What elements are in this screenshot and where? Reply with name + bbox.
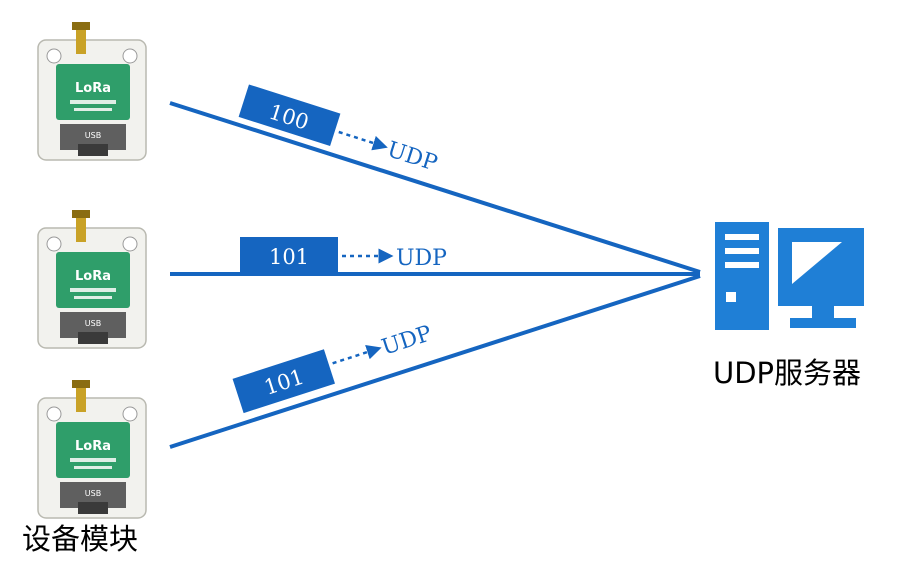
link-line-3 bbox=[169, 274, 701, 449]
server-caption: UDP服务器 bbox=[713, 356, 862, 390]
packet-box-2 bbox=[240, 237, 338, 273]
udp-arrow-1 bbox=[338, 130, 388, 151]
udp-label-1: UDP bbox=[384, 137, 440, 176]
device-module-text-2: LoRa bbox=[75, 269, 111, 284]
packet-label-2: 101 bbox=[269, 245, 309, 269]
device-module-1: LoRa USB bbox=[37, 22, 147, 161]
packet-box-3 bbox=[232, 349, 335, 414]
device-port-text-2: USB bbox=[85, 319, 101, 328]
packet-group-3: 101 UDP bbox=[232, 321, 435, 414]
device-port-text-3: USB bbox=[85, 489, 101, 498]
udp-arrow-3 bbox=[332, 344, 382, 365]
server-monitor-icon bbox=[778, 228, 864, 306]
device-port-text-1: USB bbox=[85, 131, 101, 140]
server-icon bbox=[715, 222, 864, 330]
udp-label-3: UDP bbox=[379, 321, 435, 361]
udp-label-2: UDP bbox=[396, 246, 447, 271]
device-module-text-1: LoRa bbox=[75, 81, 111, 96]
packet-box-1 bbox=[238, 84, 341, 147]
device-module-3: LoRa USB bbox=[37, 380, 147, 519]
packet-group-1: 100 UDP bbox=[238, 84, 440, 177]
link-line-1 bbox=[169, 101, 701, 274]
device-caption: 设备模块 bbox=[22, 522, 139, 556]
device-module-text-3: LoRa bbox=[75, 439, 111, 454]
packet-group-2: 101 UDP bbox=[240, 237, 447, 273]
device-module-2: LoRa USB bbox=[37, 210, 147, 349]
